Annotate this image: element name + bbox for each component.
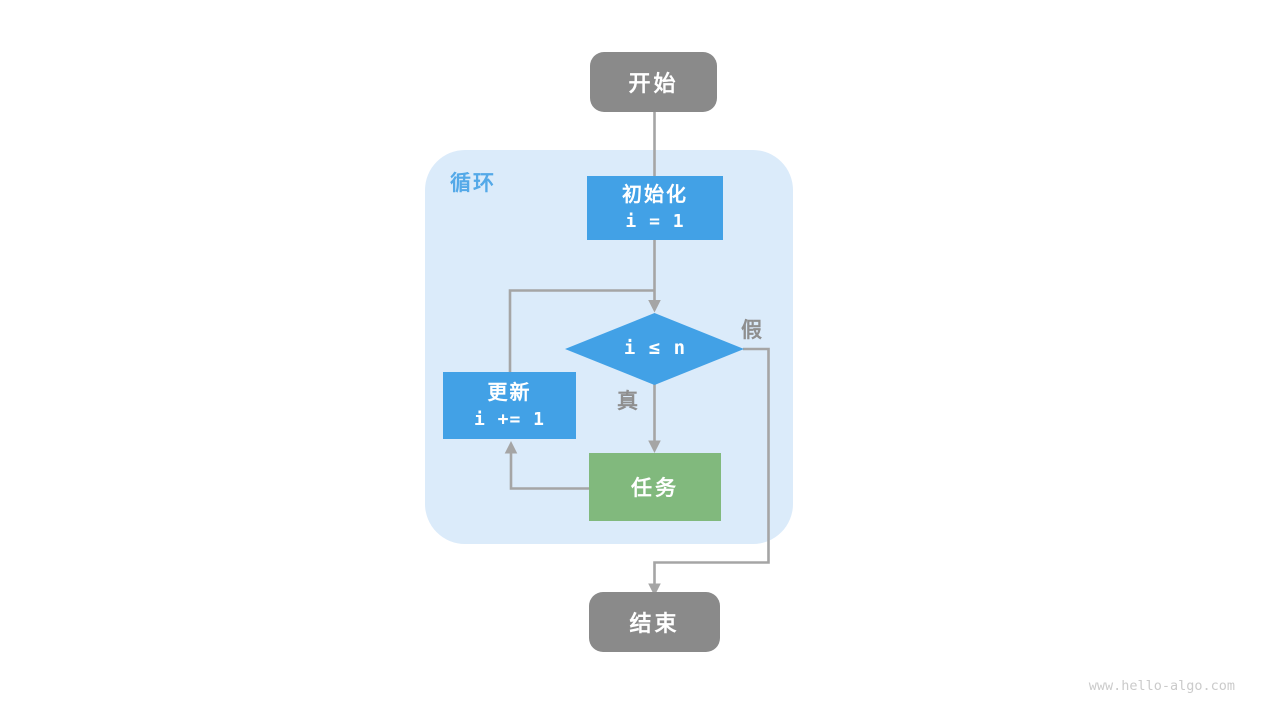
edge-task-to-update: [509, 453, 590, 490]
loop-region-label: 循环: [450, 172, 496, 195]
arrowhead-update-bottom: [504, 441, 518, 454]
update-box-code: i += 1: [473, 408, 546, 430]
init-box-title: 初始化: [622, 184, 688, 206]
condition-code: i ≤ n: [623, 337, 687, 359]
edge-update-to-junction: [508, 289, 654, 373]
arrowhead-end-top: [648, 583, 661, 596]
update-box: 更新 i += 1: [443, 372, 576, 439]
true-branch-label: 真: [617, 390, 639, 413]
init-box: 初始化 i = 1: [587, 176, 723, 240]
false-branch-label: 假: [741, 319, 763, 342]
task-box: 任务: [589, 453, 721, 521]
end-node: 结束: [589, 592, 720, 652]
task-box-label: 任务: [631, 477, 679, 500]
end-node-label: 结束: [629, 611, 680, 636]
arrowhead-condition-top: [648, 300, 661, 313]
start-node: 开始: [590, 52, 717, 112]
edge-condition-false: [653, 347, 770, 584]
update-box-title: 更新: [487, 381, 532, 404]
start-node-label: 开始: [628, 71, 679, 96]
arrowhead-task-top: [648, 440, 661, 453]
init-box-code: i = 1: [625, 211, 685, 232]
condition-diamond: [565, 313, 744, 385]
watermark: www.hello-algo.com: [1088, 678, 1235, 694]
